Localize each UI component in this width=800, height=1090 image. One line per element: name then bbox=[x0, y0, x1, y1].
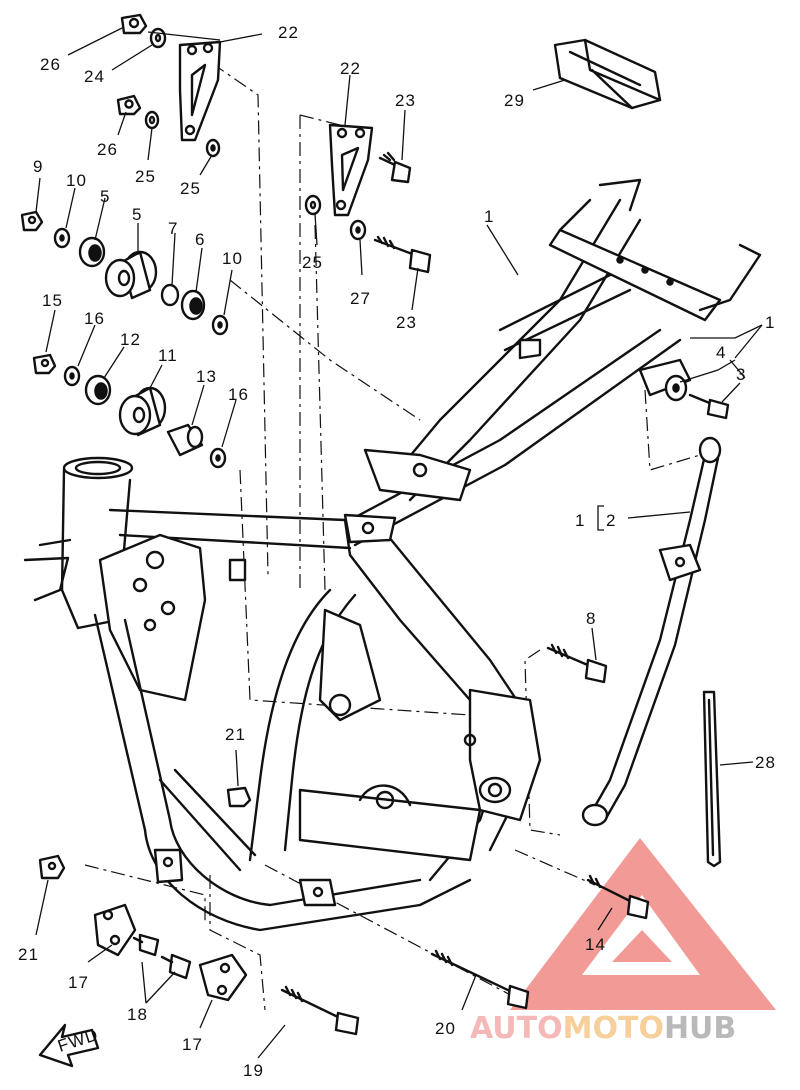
callout-10-mid: 10 bbox=[222, 249, 243, 268]
callout-23-lower: 23 bbox=[396, 313, 417, 332]
callout-17-left: 17 bbox=[68, 973, 89, 992]
callout-26-mid: 26 bbox=[97, 140, 118, 159]
callout-4: 4 bbox=[716, 343, 726, 362]
callout-29: 29 bbox=[504, 91, 525, 110]
washer-24 bbox=[149, 27, 167, 49]
washer-25-c bbox=[304, 194, 322, 216]
callout-22-right: 22 bbox=[340, 59, 361, 78]
callout-28: 28 bbox=[755, 753, 776, 772]
bearing-12 bbox=[84, 374, 112, 406]
callout-1: 1 bbox=[484, 207, 494, 226]
bolt-3 bbox=[664, 374, 730, 420]
callout-22-left: 22 bbox=[278, 23, 299, 42]
callout-25-a: 25 bbox=[135, 167, 156, 186]
callout-24: 24 bbox=[84, 67, 105, 86]
nut-15 bbox=[32, 353, 57, 375]
nut-21-low bbox=[38, 854, 66, 880]
callout-18: 18 bbox=[127, 1005, 148, 1024]
rubber-29 bbox=[553, 38, 662, 110]
bushing-5-large bbox=[104, 250, 158, 300]
washer-10-top bbox=[53, 227, 71, 249]
watermark-text-moto: MOTO bbox=[563, 1011, 664, 1046]
bearing-5-small bbox=[78, 236, 106, 268]
callout-2: 2 bbox=[606, 511, 616, 530]
callout-23-upper: 23 bbox=[395, 91, 416, 110]
assembly-lines bbox=[84, 47, 701, 1011]
bolt-18-b bbox=[160, 953, 192, 980]
callout-11: 11 bbox=[158, 346, 178, 365]
watermark-triangle-icon bbox=[510, 838, 776, 1010]
collar-13 bbox=[166, 423, 204, 457]
washer-25-a bbox=[144, 110, 160, 130]
watermark-text-auto: AUTO bbox=[470, 1011, 563, 1046]
washer-16-right bbox=[209, 447, 227, 469]
bolt-8 bbox=[546, 643, 608, 684]
callout-25-b: 25 bbox=[180, 179, 201, 198]
bolt-18-a bbox=[132, 933, 160, 957]
washer-10-mid bbox=[211, 314, 229, 336]
bolt-20 bbox=[430, 949, 530, 1010]
svg-text:AUTOMOTOHUB: AUTOMOTOHUB bbox=[470, 1011, 736, 1046]
nut-21-mid bbox=[226, 786, 252, 808]
plate-17-left bbox=[93, 903, 137, 957]
bushing-11 bbox=[118, 386, 167, 437]
fwd-arrow-icon: FWD bbox=[38, 1023, 101, 1068]
callout-27: 27 bbox=[350, 289, 371, 308]
callout-10-top: 10 bbox=[66, 171, 87, 190]
rear-frame-stay bbox=[581, 436, 722, 827]
bracket-22-right bbox=[328, 123, 374, 217]
watermark-logo: AUTOMOTOHUB bbox=[470, 838, 776, 1046]
callout-16-left: 16 bbox=[84, 309, 105, 328]
callout-26-top: 26 bbox=[40, 55, 61, 74]
callout-1-b: 1 bbox=[765, 313, 775, 332]
callout-14: 14 bbox=[585, 935, 606, 954]
callout-21-mid: 21 bbox=[225, 725, 246, 744]
bolt-19 bbox=[280, 985, 360, 1036]
callout-6: 6 bbox=[195, 230, 205, 249]
callout-1-c: 1 bbox=[575, 511, 585, 530]
callout-3: 3 bbox=[736, 365, 746, 384]
bearing-6 bbox=[180, 289, 206, 321]
callout-5-small: 5 bbox=[100, 187, 110, 206]
callout-5-large: 5 bbox=[132, 205, 142, 224]
bolt-23-upper bbox=[378, 151, 412, 184]
tool-28 bbox=[702, 690, 722, 868]
nut-26-top bbox=[120, 13, 148, 35]
bolt-23-lower bbox=[373, 235, 432, 274]
washer-9 bbox=[20, 210, 44, 232]
watermark-text-hub: HUB bbox=[664, 1011, 736, 1046]
callout-numbers: 1 1 1 2 3 4 5 5 6 7 8 9 10 10 11 12 13 1… bbox=[18, 23, 776, 1080]
callout-8: 8 bbox=[586, 609, 596, 628]
callout-bracket bbox=[597, 505, 604, 531]
main-frame bbox=[23, 178, 762, 932]
callout-21-low: 21 bbox=[18, 945, 39, 964]
callout-12: 12 bbox=[120, 330, 141, 349]
callout-25-c: 25 bbox=[302, 253, 323, 272]
washer-27 bbox=[349, 219, 367, 241]
bolt-14 bbox=[586, 874, 650, 920]
callout-16-right: 16 bbox=[228, 385, 249, 404]
callout-20: 20 bbox=[435, 1019, 456, 1038]
washer-16-left bbox=[63, 365, 81, 387]
callout-7: 7 bbox=[168, 219, 178, 238]
callout-15: 15 bbox=[42, 291, 63, 310]
nut-26-mid bbox=[116, 94, 142, 116]
callout-19: 19 bbox=[243, 1061, 264, 1080]
washer-25-b bbox=[205, 138, 221, 158]
bracket-22-left bbox=[178, 40, 222, 142]
leader-lines bbox=[35, 27, 763, 1059]
callout-17-right: 17 bbox=[182, 1035, 203, 1054]
callout-13: 13 bbox=[196, 367, 217, 386]
collar-7 bbox=[160, 283, 180, 307]
plate-17-right bbox=[198, 953, 248, 1002]
callout-9: 9 bbox=[33, 157, 43, 176]
